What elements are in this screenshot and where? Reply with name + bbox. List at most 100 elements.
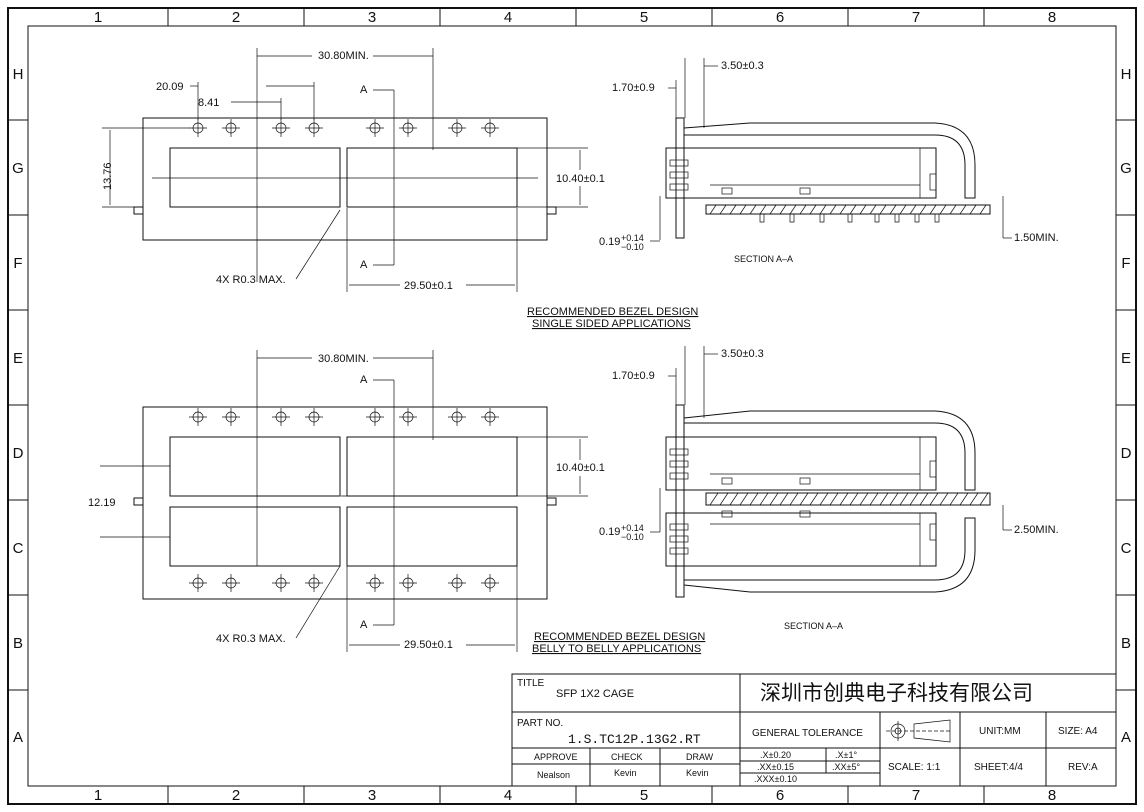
dim-1-50-min: 1.50MIN. <box>1014 232 1059 244</box>
tab-left <box>133 497 144 506</box>
top-bezel-view: 30.80MIN. 20.09 8.41 13.76 10.40±0.1 4X … <box>102 48 698 330</box>
tab-right <box>546 497 557 506</box>
angle-tolerance-x: .X±1° <box>835 750 857 760</box>
row-label: F <box>1121 255 1130 272</box>
dim-3-50: 3.50±0.3 <box>721 348 764 360</box>
cutout-right <box>346 147 518 208</box>
row-label: A <box>1121 729 1131 746</box>
bottom-section-view: 3.50±0.3 1.70±0.9 0.19 +0.14 −0.10 2.50M… <box>599 346 1059 631</box>
dim-20-09: 20.09 <box>156 81 184 93</box>
bezel-plate <box>675 404 685 598</box>
col-label: 7 <box>912 9 920 26</box>
bezel-outline <box>142 406 548 600</box>
col-label: 2 <box>232 787 240 804</box>
col-label: 6 <box>776 787 784 804</box>
row-label: A <box>13 729 23 746</box>
row-labels-right: H G F E D C B A <box>1120 66 1132 746</box>
tab-left <box>133 206 144 215</box>
cutout-lower-left <box>169 506 341 567</box>
outer-frame <box>7 7 1137 805</box>
col-label: 1 <box>94 787 102 804</box>
section-dim-lines <box>650 58 1012 242</box>
col-label: 7 <box>912 787 920 804</box>
dim-0-19-minus: −0.10 <box>621 532 644 542</box>
revision: REV:A <box>1068 762 1098 773</box>
section-label: SECTION A–A <box>734 254 793 264</box>
general-tolerance: GENERAL TOLERANCE <box>752 728 863 739</box>
dim-1-70: 1.70±0.9 <box>612 82 655 94</box>
press-fit-pins <box>759 214 940 223</box>
inner-frame <box>27 25 1117 787</box>
dim-10-40: 10.40±0.1 <box>556 173 605 185</box>
title-label: TITLE <box>517 678 545 689</box>
col-label: 4 <box>504 9 512 26</box>
dim-13-76: 13.76 <box>102 162 114 190</box>
drawing-title: SFP 1X2 CAGE <box>556 688 634 700</box>
col-label: 1 <box>94 9 102 26</box>
col-label: 4 <box>504 787 512 804</box>
col-label: 8 <box>1048 9 1056 26</box>
col-label: 6 <box>776 9 784 26</box>
approver-name: Nealson <box>537 770 570 780</box>
approve-label: APPROVE <box>534 752 578 762</box>
checker-name: Kevin <box>614 768 637 778</box>
col-label: 2 <box>232 9 240 26</box>
row-label: D <box>1121 445 1132 462</box>
section-marker-a-top: A <box>360 84 368 96</box>
dim-1-70: 1.70±0.9 <box>612 370 655 382</box>
row-label: E <box>1121 350 1131 367</box>
row-label: B <box>13 635 23 652</box>
row-label: B <box>1121 635 1131 652</box>
upper-cage-body <box>665 436 937 491</box>
row-label: F <box>13 255 22 272</box>
mounting-holes <box>189 408 499 592</box>
dim-3-50: 3.50±0.3 <box>721 60 764 72</box>
row-labels-left: H G F E D C B A <box>12 66 24 746</box>
caption-line-1: RECOMMENDED BEZEL DESIGN <box>534 631 705 643</box>
pcb-board <box>705 204 991 215</box>
section-dim-lines <box>650 346 1012 533</box>
col-label: 8 <box>1048 787 1056 804</box>
dim-4x-r0-3: 4X R0.3 MAX. <box>216 274 286 286</box>
col-label: 3 <box>368 787 376 804</box>
zone-ticks <box>8 8 1136 804</box>
cutout-left <box>169 147 341 208</box>
tolerance-x: .X±0.20 <box>760 750 791 760</box>
pcb-board <box>705 492 991 506</box>
row-label: C <box>1121 540 1132 557</box>
row-label: C <box>13 540 24 557</box>
dim-8-41: 8.41 <box>198 97 219 109</box>
dim-29-50: 29.50±0.1 <box>404 639 453 651</box>
section-label: SECTION A–A <box>784 621 843 631</box>
column-labels-bottom: 1 2 3 4 5 6 7 8 <box>94 787 1056 804</box>
unit: UNIT:MM <box>979 726 1021 737</box>
bottom-dim-lines <box>100 350 588 652</box>
draw-label: DRAW <box>686 752 714 762</box>
dim-0-19: 0.19 <box>599 236 620 248</box>
bottom-bezel-view: 30.80MIN. 12.19 10.40±0.1 4X R0.3 MAX. 2… <box>88 350 705 655</box>
caption-line-1: RECOMMENDED BEZEL DESIGN <box>527 306 698 318</box>
lower-cage-body <box>665 512 937 567</box>
dim-0-19-plus: +0.14 <box>621 523 644 533</box>
dim-0-19-plus: +0.14 <box>621 233 644 243</box>
dim-10-40: 10.40±0.1 <box>556 462 605 474</box>
cage-body <box>665 147 937 199</box>
dim-30-80-min: 30.80MIN. <box>318 50 369 62</box>
top-section-view: 3.50±0.3 1.70±0.9 0.19 +0.14 −0.10 1.50M… <box>599 58 1059 264</box>
row-label: H <box>13 66 24 83</box>
tolerance-xxx: .XXX±0.10 <box>754 774 797 784</box>
cutout-upper-left <box>169 436 341 497</box>
scale: SCALE: 1:1 <box>888 762 941 773</box>
dim-30-80-min: 30.80MIN. <box>318 353 369 365</box>
mounting-holes <box>189 119 499 137</box>
row-label: G <box>12 160 24 177</box>
row-label: G <box>1120 160 1132 177</box>
dim-12-19: 12.19 <box>88 497 116 509</box>
title-block: TITLE SFP 1X2 CAGE 深圳市创典电子科技有限公司 PART NO… <box>511 673 1117 787</box>
part-number: 1.S.TC12P.13G2.RT <box>568 732 701 747</box>
caption-line-2: BELLY TO BELLY APPLICATIONS <box>532 643 701 655</box>
cutout-lower-right <box>346 506 518 567</box>
dim-0-19-minus: −0.10 <box>621 242 644 252</box>
tolerance-xx: .XX±0.15 <box>757 762 794 772</box>
